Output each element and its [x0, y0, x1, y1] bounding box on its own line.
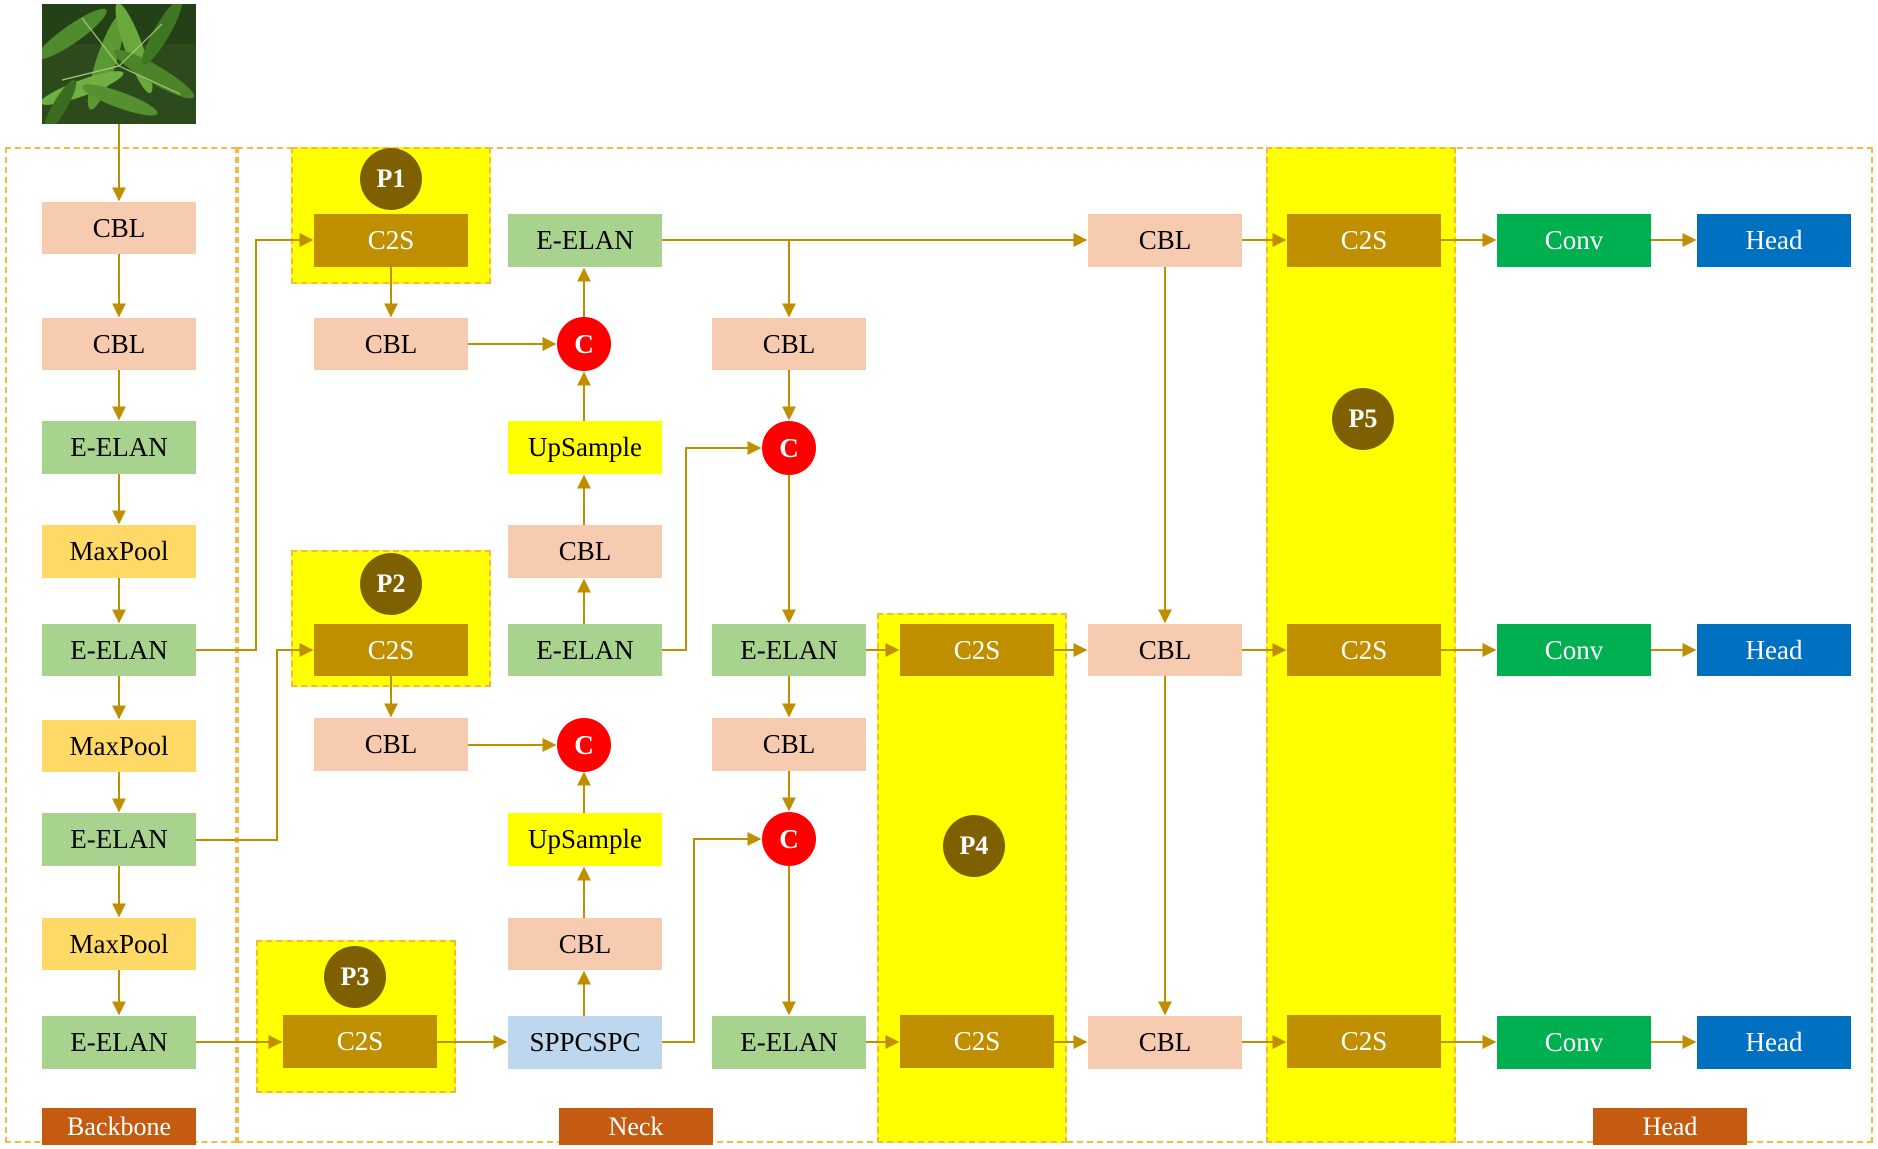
concat-node-3: C [557, 718, 611, 772]
conv-mid: Conv [1497, 624, 1651, 676]
neck-e-elan-right-bot: E-ELAN [712, 1016, 866, 1069]
neck-e-elan-top: E-ELAN [508, 214, 662, 267]
backbone-e-elan-2: E-ELAN [42, 624, 196, 676]
badge-p2: P2 [360, 553, 422, 615]
connector-arrow-28 [662, 441, 762, 651]
section-label-neck: Neck [559, 1108, 713, 1145]
backbone-cbl-2: CBL [42, 318, 196, 370]
concat-node-1: C [557, 317, 611, 371]
neck-e-elan-right-mid: E-ELAN [712, 624, 866, 676]
neck-cbl-4: CBL [712, 718, 866, 771]
p5-c2s-top: C2S [1287, 214, 1441, 267]
p4-c2s-top: C2S [900, 624, 1054, 676]
concat-node-2: C [762, 421, 816, 475]
neck-e-elan-mid: E-ELAN [508, 624, 662, 676]
p5-c2s-mid: C2S [1287, 624, 1441, 676]
section-label-head: Head [1593, 1108, 1747, 1145]
head-cbl-bot: CBL [1088, 1016, 1242, 1069]
p2-c2s: C2S [314, 624, 468, 676]
head-mid: Head [1697, 624, 1851, 676]
neck-cbl-3: CBL [712, 318, 866, 370]
backbone-e-elan-3: E-ELAN [42, 813, 196, 866]
plant-leaves-photo-icon [42, 4, 196, 124]
p1-c2s: C2S [314, 214, 468, 267]
head-bot: Head [1697, 1016, 1851, 1069]
connector-arrow-10 [196, 233, 314, 651]
p2-cbl: CBL [314, 718, 468, 771]
head-top: Head [1697, 214, 1851, 267]
connector-arrow-32 [662, 832, 762, 1043]
p4-c2s-bot: C2S [900, 1015, 1054, 1068]
conv-bot: Conv [1497, 1016, 1651, 1069]
neck-upsample-1: UpSample [508, 421, 662, 474]
backbone-maxpool-2: MaxPool [42, 720, 196, 772]
head-cbl-mid: CBL [1088, 624, 1242, 676]
p3-c2s: C2S [283, 1015, 437, 1068]
conv-top: Conv [1497, 214, 1651, 267]
neck-cbl-2: CBL [508, 918, 662, 970]
p1-cbl: CBL [314, 318, 468, 370]
connector-arrow-11 [196, 643, 314, 841]
backbone-e-elan-4: E-ELAN [42, 1016, 196, 1069]
neck-cbl-1: CBL [508, 525, 662, 578]
backbone-maxpool-1: MaxPool [42, 525, 196, 578]
concat-node-4: C [762, 812, 816, 866]
badge-p4: P4 [943, 815, 1005, 877]
badge-p5: P5 [1332, 388, 1394, 450]
neck-upsample-2: UpSample [508, 813, 662, 866]
badge-p1: P1 [360, 148, 422, 210]
p5-c2s-bot: C2S [1287, 1015, 1441, 1068]
section-label-backbone: Backbone [42, 1108, 196, 1145]
input-plant-image [42, 4, 196, 124]
head-cbl-top: CBL [1088, 214, 1242, 267]
backbone-maxpool-3: MaxPool [42, 918, 196, 970]
backbone-cbl-1: CBL [42, 202, 196, 254]
badge-p3: P3 [324, 946, 386, 1008]
neck-sppcspc: SPPCSPC [508, 1016, 662, 1069]
backbone-e-elan-1: E-ELAN [42, 421, 196, 474]
